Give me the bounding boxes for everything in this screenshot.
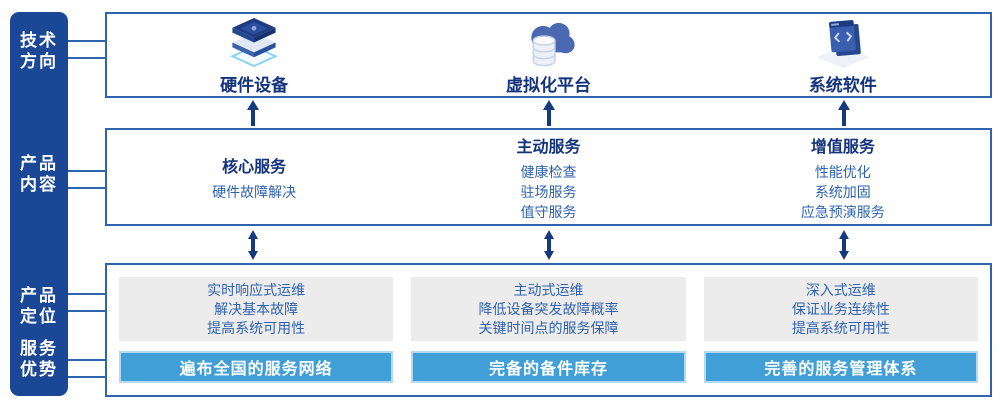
tech-item-label: 虚拟化平台 (505, 76, 591, 95)
positioning-panel: 主动式运维 降低设备突发故障概率 关键时间点的服务保障 (411, 277, 686, 342)
positioning-line: 降低设备突发故障概率 (478, 300, 619, 317)
up-arrow (542, 100, 556, 126)
tech-item-virtualization: 虚拟化平台 (401, 14, 695, 96)
double-arrow (837, 230, 851, 260)
sidebar-label-line: 方向 (20, 52, 58, 71)
positioning-panel: 实时响应式运维 解决基本故障 提高系统可用性 (119, 277, 394, 342)
service-heading: 核心服务 (222, 158, 287, 176)
cloud-database-icon (531, 22, 575, 67)
server-stack-icon (230, 17, 279, 68)
connector-line (68, 170, 105, 172)
sidebar-label-tech-direction: 技术 方向 (10, 30, 68, 72)
advantage-bar: 完善的服务管理体系 (703, 351, 978, 383)
code-window-icon (816, 20, 870, 69)
positioning-line: 关键时间点的服务保障 (478, 319, 619, 336)
positioning-line: 保证业务连续性 (791, 300, 890, 317)
connector-line (68, 359, 105, 361)
connector-line (68, 57, 105, 59)
connector-line (68, 187, 105, 189)
tech-item-hardware: 硬件设备 (107, 14, 401, 96)
product-positioning-box: 实时响应式运维 解决基本故障 提高系统可用性 遍布全国的服务网络 主动式运维 降… (105, 263, 992, 397)
positioning-column-indepth: 深入式运维 保证业务连续性 提高系统可用性 完善的服务管理体系 (703, 277, 978, 383)
sidebar-label-line: 服务 (20, 339, 58, 358)
double-arrow (246, 230, 260, 260)
service-item: 系统加固 (814, 183, 871, 200)
positioning-line: 解决基本故障 (214, 300, 299, 317)
sidebar-label-service-advantage: 服务 优势 (10, 338, 68, 380)
double-arrow (542, 230, 556, 260)
advantage-bar: 遍布全国的服务网络 (119, 351, 394, 383)
sidebar-label-product-content: 产品 内容 (10, 153, 68, 195)
sidebar: 技术 方向 产品 内容 产品 定位 服务 优势 (10, 12, 68, 396)
service-heading: 增值服务 (810, 138, 875, 156)
positioning-line: 提高系统可用性 (207, 319, 306, 336)
positioning-line: 深入式运维 (805, 281, 876, 298)
sidebar-label-line: 定位 (20, 307, 58, 326)
connector-line (68, 40, 105, 42)
sidebar-label-line: 产品 (20, 154, 58, 173)
sidebar-label-line: 产品 (20, 286, 58, 305)
connector-line (68, 376, 105, 378)
service-item: 驻场服务 (520, 183, 577, 200)
service-column-proactive: 主动服务 健康检查 驻场服务 值守服务 (401, 130, 695, 224)
service-item: 应急预演服务 (800, 203, 885, 220)
connector-line (68, 310, 105, 312)
positioning-line: 提高系统可用性 (791, 319, 890, 336)
sidebar-label-line: 内容 (20, 175, 58, 194)
sidebar-label-line: 技术 (20, 31, 58, 50)
service-heading: 主动服务 (516, 138, 581, 156)
up-arrow (837, 100, 851, 126)
product-content-box: 核心服务 硬件故障解决 主动服务 健康检查 驻场服务 值守服务 增值服务 性能优… (105, 128, 992, 226)
tech-item-label: 系统软件 (808, 76, 877, 95)
positioning-panel: 深入式运维 保证业务连续性 提高系统可用性 (703, 277, 978, 342)
service-item: 健康检查 (520, 163, 577, 180)
service-item: 硬件故障解决 (212, 183, 297, 200)
sidebar-label-line: 优势 (20, 360, 58, 379)
up-arrow (246, 100, 260, 126)
service-column-core: 核心服务 硬件故障解决 (107, 130, 401, 224)
service-item: 性能优化 (814, 163, 871, 180)
positioning-column-proactive: 主动式运维 降低设备突发故障概率 关键时间点的服务保障 完备的备件库存 (411, 277, 686, 383)
positioning-line: 主动式运维 (513, 281, 584, 298)
tech-item-system-software: 系统软件 (696, 14, 990, 96)
tech-direction-box: 硬件设备 虚拟化平台 (105, 12, 992, 98)
advantage-bar: 完备的备件库存 (411, 351, 686, 383)
positioning-column-realtime: 实时响应式运维 解决基本故障 提高系统可用性 遍布全国的服务网络 (119, 277, 394, 383)
connector-line (68, 293, 105, 295)
positioning-line: 实时响应式运维 (207, 281, 306, 298)
tech-item-label: 硬件设备 (220, 76, 289, 95)
service-column-value-added: 增值服务 性能优化 系统加固 应急预演服务 (696, 130, 990, 224)
service-item: 值守服务 (520, 203, 577, 220)
sidebar-label-product-positioning: 产品 定位 (10, 285, 68, 327)
